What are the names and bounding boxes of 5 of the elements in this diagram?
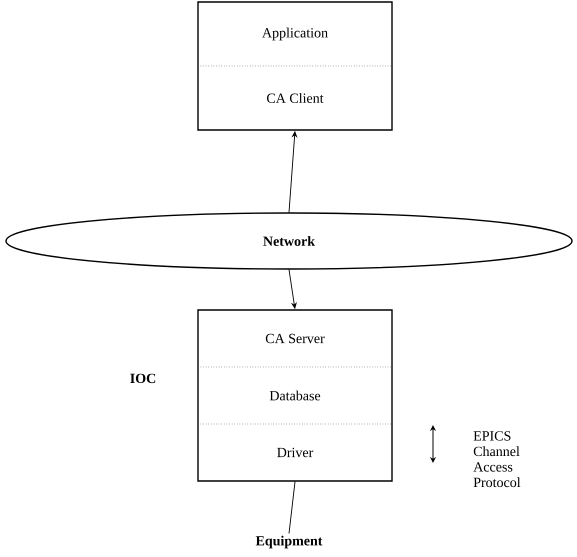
legend-label: EPICS Channel Access Protocol (473, 431, 520, 488)
stack-box: Application CA Client (197, 1, 393, 131)
stack-box: CA Server Database Driver (197, 309, 393, 482)
side-label: IOC (130, 374, 156, 384)
equipment-label: Equipment (256, 536, 322, 548)
